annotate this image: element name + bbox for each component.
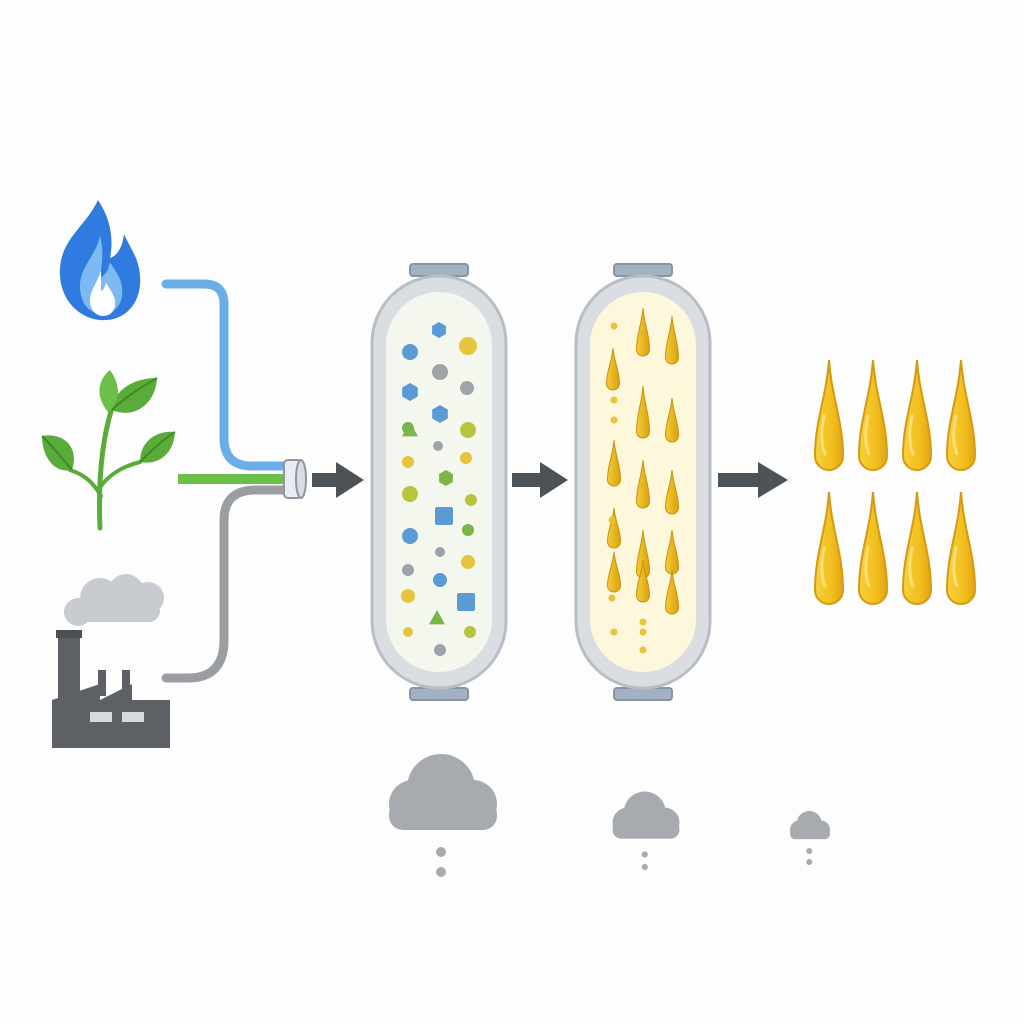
flame-icon (59, 200, 141, 321)
feedstock-particle (460, 381, 474, 395)
plant-sprout-icon (41, 370, 176, 531)
fuel-droplet (635, 307, 651, 357)
fuel-dot (639, 646, 647, 654)
feedstock-particle (460, 452, 472, 464)
droplet-highlight (952, 414, 959, 456)
emission-cloud-icon (389, 754, 497, 877)
feedstock-particle (432, 405, 448, 423)
fuel-output-droplet (813, 491, 845, 605)
feedstock-particle (435, 507, 453, 525)
feedstock-particle (462, 524, 474, 536)
droplet-highlight (952, 546, 959, 588)
fuel-droplet (635, 459, 651, 509)
industrial-pipe (161, 485, 301, 683)
gas-pipe (161, 279, 301, 471)
feedstock-particle (457, 593, 475, 611)
emission-cloud-icon (612, 791, 680, 871)
fuel-dot (610, 396, 618, 404)
emissions (389, 754, 830, 877)
fuel-output-droplet (945, 491, 977, 605)
feedstock-particle (435, 547, 445, 557)
fuel-droplet (664, 569, 680, 615)
fuel-dot (610, 416, 618, 424)
fuel-output-droplet (945, 359, 977, 471)
feedstock-particle (465, 494, 477, 506)
reactor-1-particles (401, 322, 477, 656)
droplet-highlight (908, 414, 915, 456)
fuel-droplet (664, 397, 680, 443)
fuel-output-droplet (857, 491, 889, 605)
fuel-droplet (635, 385, 651, 439)
arrow-to-reactor-1 (312, 462, 364, 498)
feedstock-particle (434, 644, 446, 656)
feedstock-particle (461, 555, 475, 569)
fuel-output-droplet (901, 491, 933, 605)
feedstock-particle (402, 383, 418, 401)
feedstock-particle (402, 564, 414, 576)
fuel-dot (610, 322, 618, 330)
fuel-droplet (605, 347, 621, 391)
droplet-highlight (820, 414, 827, 456)
feedstock-particle (429, 610, 445, 625)
feedstock-particle (402, 422, 418, 437)
reactor-1 (370, 263, 508, 701)
fuel-droplet (635, 559, 651, 603)
feedstock-particle (402, 456, 414, 468)
droplet-highlight (864, 414, 871, 456)
reactor-2 (574, 263, 712, 701)
feedstock-particle (433, 441, 443, 451)
feedstock-particle (402, 486, 418, 502)
fuel-droplet (664, 315, 680, 365)
feed-pipes (161, 279, 301, 683)
feedstock-particle (459, 337, 477, 355)
feedstock-particle (402, 528, 418, 544)
fuel-droplet (606, 439, 622, 487)
feedstock-particle (460, 422, 476, 438)
fuel-droplet (606, 551, 622, 593)
fuel-dot (610, 628, 618, 636)
fuel-droplet (606, 507, 622, 549)
feedstock-particle (402, 344, 418, 360)
fuel-dot (608, 516, 616, 524)
fuel-output (813, 359, 977, 605)
fuel-dot (639, 628, 647, 636)
fuel-output-droplet (813, 359, 845, 471)
feedstock-particle (403, 627, 413, 637)
fuel-dot (608, 594, 616, 602)
emission-cloud-icon (790, 810, 830, 866)
feedstock-particle (401, 589, 415, 603)
fuel-output-droplet (901, 359, 933, 471)
feedstock-particle (464, 626, 476, 638)
droplet-highlight (908, 546, 915, 588)
droplet-highlight (864, 546, 871, 588)
factory-smoke-icon (52, 574, 170, 748)
feedstock-particle (439, 470, 453, 486)
smoke-cloud-icon (64, 574, 164, 626)
feedstock-particle (432, 364, 448, 380)
fuel-output-droplet (857, 359, 889, 471)
fuel-dot (639, 618, 647, 626)
arrow-to-reactor-2 (512, 462, 568, 498)
droplet-highlight (820, 546, 827, 588)
pipe-outlet (283, 459, 307, 499)
feedstock-particle (433, 573, 447, 587)
reactor-2-droplets (605, 307, 680, 654)
fuel-droplet (664, 469, 680, 515)
arrow-to-output (718, 462, 788, 498)
feedstock-particle (432, 322, 446, 338)
